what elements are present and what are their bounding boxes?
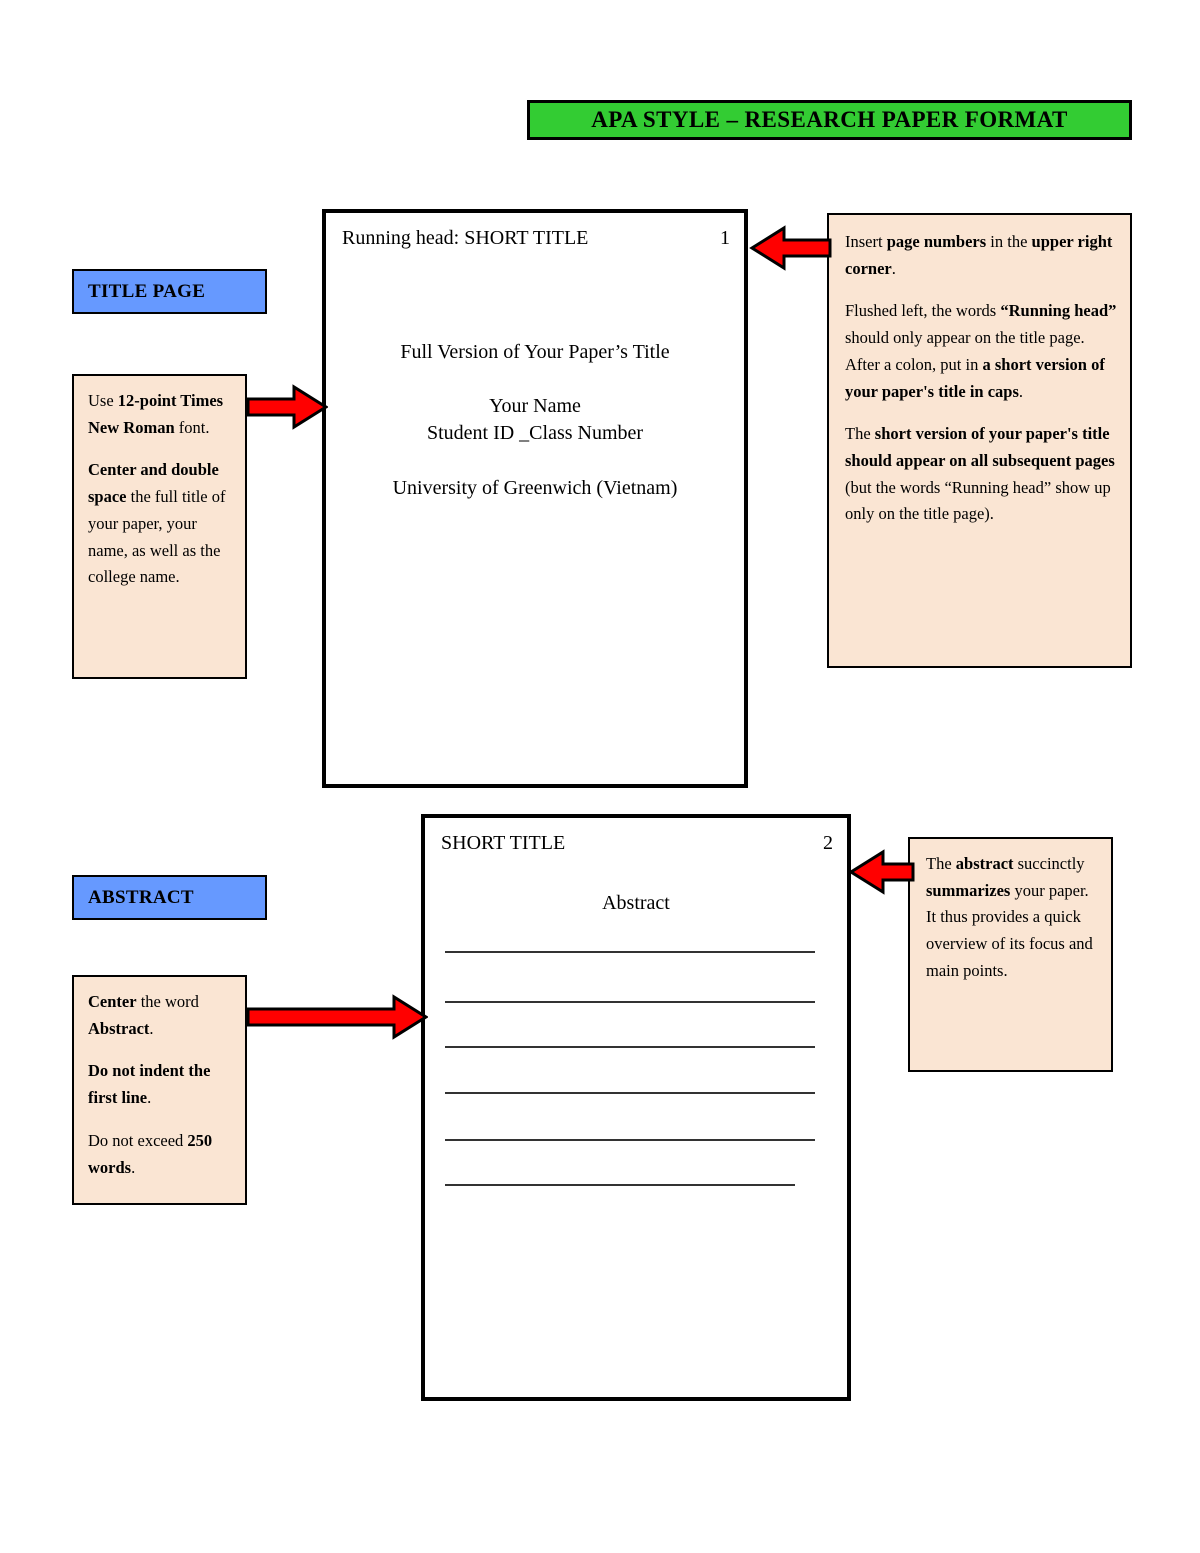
abstract-rule-line bbox=[445, 951, 815, 953]
abstract-rule-line bbox=[445, 1184, 795, 1186]
title-page-institution: University of Greenwich (Vietnam) bbox=[392, 477, 678, 499]
arrow-abstract-desc-note-to-abstract-page bbox=[845, 848, 915, 896]
note-ar-p3a: Do not exceed bbox=[88, 1130, 188, 1150]
note-rh-p1c: in the bbox=[986, 232, 1032, 251]
note-ar-p1d: . bbox=[149, 1018, 154, 1038]
note-rh-p2a: Flushed left, the words bbox=[845, 301, 1001, 321]
note-ad-p1a: The bbox=[926, 854, 956, 873]
abstract-rule-line bbox=[445, 1139, 815, 1141]
note-ad-p1c: succinctly bbox=[1013, 854, 1085, 873]
banner-text: APA STYLE – RESEARCH PAPER FORMAT bbox=[591, 107, 1068, 132]
note-font-p2a: Center and double space bbox=[88, 460, 219, 507]
abstract-page-heading: Abstract bbox=[602, 892, 670, 914]
note-font-p2b: the full title of your paper, your name,… bbox=[88, 487, 226, 587]
note-ad-p1b: abstract bbox=[955, 854, 1014, 873]
section-label-title-page: TITLE PAGE bbox=[72, 269, 267, 314]
note-ar-paragraph-3: Do not exceed 250 words. bbox=[88, 1128, 235, 1181]
note-ar-p1b: the word bbox=[136, 992, 199, 1011]
note-font-paragraph-2: Center and double space the full title o… bbox=[88, 457, 235, 591]
note-ar-p1a: Center bbox=[88, 992, 137, 1011]
abstract-rule-line bbox=[445, 1046, 815, 1048]
section-label-abstract-text: ABSTRACT bbox=[88, 886, 194, 908]
note-rh-p3b: short version of your paper's title shou… bbox=[845, 424, 1115, 471]
note-rh-p2b: “Running head” bbox=[1000, 301, 1117, 321]
note-running-head-and-page-numbers: Insert page numbers in the upper right c… bbox=[827, 213, 1132, 668]
note-rh-p3a: The bbox=[845, 424, 875, 444]
title-page-number: 1 bbox=[720, 227, 730, 249]
abstract-rule-line bbox=[445, 1001, 815, 1003]
note-font-p1a: Use bbox=[88, 391, 118, 410]
note-rh-p1b: page numbers bbox=[886, 232, 987, 251]
title-page-author-name: Your Name bbox=[489, 395, 581, 417]
note-font-and-centering: Use 12-point Times New Roman font. Cente… bbox=[72, 374, 247, 679]
note-ad-p1e: your paper. It thus provides a quick ove… bbox=[926, 880, 1093, 980]
note-ar-p3b: 250 words bbox=[88, 1130, 213, 1177]
arrow-abstract-rules-note-to-abstract-page bbox=[246, 993, 428, 1041]
abstract-page-header: SHORT TITLE 2 bbox=[441, 832, 833, 855]
note-ar-p2a: Do not indent the first line bbox=[88, 1061, 211, 1108]
title-page-student-id: Student ID _Class Number bbox=[426, 422, 644, 444]
note-font-paragraph-1: Use 12-point Times New Roman font. bbox=[88, 388, 235, 441]
title-page-running-head: Running head: SHORT TITLE bbox=[342, 227, 589, 249]
note-rh-p2d: a short version of your paper's title in… bbox=[845, 354, 1105, 401]
note-ar-p2b: . bbox=[147, 1088, 152, 1108]
note-ad-p1d: summarizes bbox=[926, 880, 1011, 900]
arrow-font-note-to-title-page bbox=[246, 383, 328, 431]
note-ar-p1c: Abstract bbox=[88, 1018, 150, 1038]
abstract-rule-line bbox=[445, 1092, 815, 1094]
section-label-title-page-text: TITLE PAGE bbox=[88, 280, 206, 302]
note-rh-p1e: . bbox=[891, 258, 896, 278]
note-ar-paragraph-1: Center the word Abstract. bbox=[88, 989, 235, 1042]
note-rh-paragraph-2: Flushed left, the words “Running head” s… bbox=[845, 298, 1118, 405]
title-page-header: Running head: SHORT TITLE 1 bbox=[342, 227, 730, 250]
section-label-abstract: ABSTRACT bbox=[72, 875, 267, 920]
note-rh-p2c: should only appear on the title page. Af… bbox=[845, 328, 1085, 374]
note-rh-p1d: upper right corner bbox=[845, 232, 1113, 278]
note-rh-paragraph-1: Insert page numbers in the upper right c… bbox=[845, 229, 1118, 282]
note-rh-p1a: Insert bbox=[845, 232, 887, 251]
note-rh-paragraph-3: The short version of your paper's title … bbox=[845, 421, 1118, 528]
abstract-page-number: 2 bbox=[823, 832, 833, 854]
note-font-p1c: font. bbox=[174, 417, 210, 437]
note-rh-p2e: . bbox=[1018, 381, 1023, 401]
abstract-page-mockup: SHORT TITLE 2 Abstract bbox=[421, 814, 851, 1401]
note-ad-paragraph-1: The abstract succinctly summarizes your … bbox=[926, 851, 1099, 985]
abstract-page-running-head: SHORT TITLE bbox=[441, 832, 566, 854]
note-ar-p3c: . bbox=[131, 1157, 136, 1177]
title-page-full-title: Full Version of Your Paper’s Title bbox=[400, 341, 670, 363]
note-abstract-formatting-rules: Center the word Abstract. Do not indent … bbox=[72, 975, 247, 1205]
note-font-p1b: 12-point Times New Roman bbox=[88, 391, 224, 437]
title-page-mockup: Running head: SHORT TITLE 1 Full Version… bbox=[322, 209, 748, 788]
note-abstract-purpose: The abstract succinctly summarizes your … bbox=[908, 837, 1113, 1072]
arrow-running-head-note-to-title-page bbox=[742, 224, 832, 272]
note-ar-paragraph-2: Do not indent the first line. bbox=[88, 1058, 235, 1111]
page-title-banner: APA STYLE – RESEARCH PAPER FORMAT bbox=[527, 100, 1132, 140]
note-rh-p3c: (but the words “Running head” show up on… bbox=[845, 477, 1111, 524]
